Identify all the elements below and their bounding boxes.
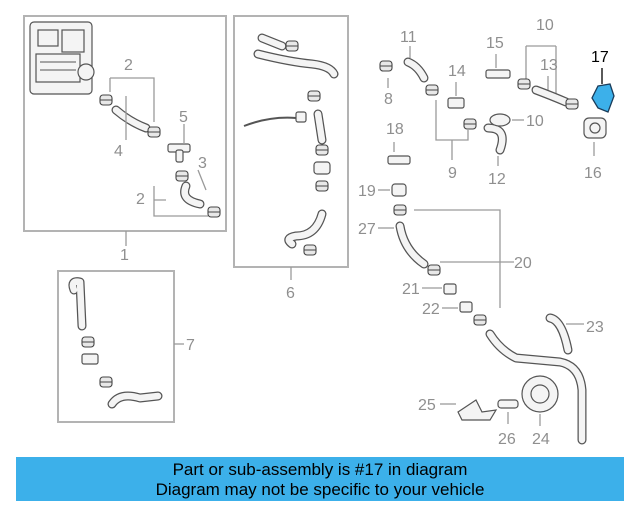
callout-20[interactable]: 20 — [514, 255, 532, 272]
parts-diagram: 1 2 4 5 3 2 6 7 8 11 14 9 12 10 15 10 1 — [23, 15, 615, 448]
callout-9[interactable]: 9 — [448, 165, 457, 182]
callout-8[interactable]: 8 — [384, 91, 393, 108]
callout-10-lower[interactable]: 10 — [526, 113, 544, 130]
clamp-part-10-left — [517, 78, 531, 90]
group-box-1 — [23, 15, 227, 232]
callout-11[interactable]: 11 — [400, 29, 417, 46]
callout-4[interactable]: 4 — [114, 143, 123, 160]
banner-line-1: Part or sub-assembly is #17 in diagram — [172, 460, 468, 479]
banner-line-2: Diagram may not be specific to your vehi… — [155, 480, 485, 499]
callout-3[interactable]: 3 — [198, 155, 207, 172]
clamp-part-2-upper-right — [147, 126, 161, 138]
pump-part-16 — [583, 117, 607, 139]
callout-17[interactable]: 17 — [591, 49, 609, 66]
info-banner: Part or sub-assembly is #17 in diagram D… — [16, 457, 624, 501]
part-17-highlighted[interactable] — [591, 83, 615, 113]
callout-25[interactable]: 25 — [418, 397, 436, 414]
callout-6[interactable]: 6 — [286, 285, 295, 302]
callout-22[interactable]: 22 — [422, 301, 440, 318]
clamp-part-10-right — [565, 98, 579, 110]
clamp-part-20-mid — [427, 264, 441, 276]
clamp-box7-b — [99, 376, 113, 388]
callout-2-lower[interactable]: 2 — [136, 191, 145, 208]
clamp-box6-a — [285, 40, 299, 52]
callout-13[interactable]: 13 — [540, 57, 558, 74]
clamp-box6-b — [307, 90, 321, 102]
callout-19[interactable]: 19 — [358, 183, 376, 200]
callout-2-top[interactable]: 2 — [124, 57, 133, 74]
callout-12[interactable]: 12 — [488, 171, 506, 188]
clamp-box6-e — [303, 244, 317, 256]
clamp-part-20-top — [393, 204, 407, 216]
reservoir-part-24 — [521, 375, 559, 413]
clamp-part-2-upper-left — [99, 94, 113, 106]
callout-15[interactable]: 15 — [486, 35, 504, 52]
callout-24[interactable]: 24 — [532, 431, 550, 448]
clamp-part-20-bottom — [473, 314, 487, 326]
callout-27[interactable]: 27 — [358, 221, 376, 238]
clamp-part-8 — [379, 60, 393, 72]
callout-7[interactable]: 7 — [186, 337, 195, 354]
callout-1[interactable]: 1 — [120, 247, 129, 264]
callout-14[interactable]: 14 — [448, 63, 466, 80]
group-box-6 — [233, 15, 349, 268]
callout-10-upper[interactable]: 10 — [536, 17, 554, 34]
clamp-box6-d — [315, 180, 329, 192]
clamp-box7-a — [81, 336, 95, 348]
valve-block — [29, 21, 95, 95]
clamp-part-2-lower-top — [175, 170, 189, 182]
callout-5[interactable]: 5 — [179, 109, 188, 126]
callout-16[interactable]: 16 — [584, 165, 602, 182]
clamp-part-2-lower — [207, 206, 221, 218]
callout-23[interactable]: 23 — [586, 319, 604, 336]
clamp-box6-c — [315, 144, 329, 156]
clamp-part-9-left — [425, 84, 439, 96]
t-fitting-5 — [167, 143, 191, 163]
group-box-7 — [57, 270, 175, 423]
callout-18[interactable]: 18 — [386, 121, 404, 138]
callout-21[interactable]: 21 — [402, 281, 420, 298]
clamp-part-9-right — [463, 118, 477, 130]
callout-26[interactable]: 26 — [498, 431, 516, 448]
